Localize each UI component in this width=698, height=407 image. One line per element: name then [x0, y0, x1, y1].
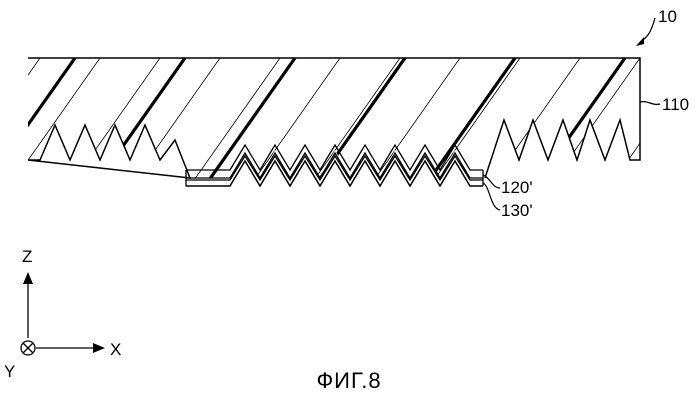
- z-axis-label: Z: [22, 247, 32, 266]
- figure-caption: ФИГ.8: [0, 368, 698, 394]
- leader-110: [640, 102, 660, 105]
- label-110: 110: [640, 95, 689, 114]
- body-outline: [28, 58, 640, 178]
- label-120: 120': [483, 175, 533, 197]
- arrowhead-10: [636, 37, 644, 46]
- label-10-text: 10: [658, 7, 677, 26]
- label-130-text: 130': [501, 201, 533, 220]
- coordinate-axes: [21, 272, 105, 355]
- label-110-text: 110: [662, 95, 689, 114]
- x-axis-arrow: [93, 343, 105, 353]
- x-axis-label: X: [110, 340, 121, 359]
- leader-10: [640, 18, 655, 42]
- z-axis-arrow: [23, 272, 33, 284]
- label-120-text: 120': [501, 178, 533, 197]
- label-10: 10: [636, 7, 677, 46]
